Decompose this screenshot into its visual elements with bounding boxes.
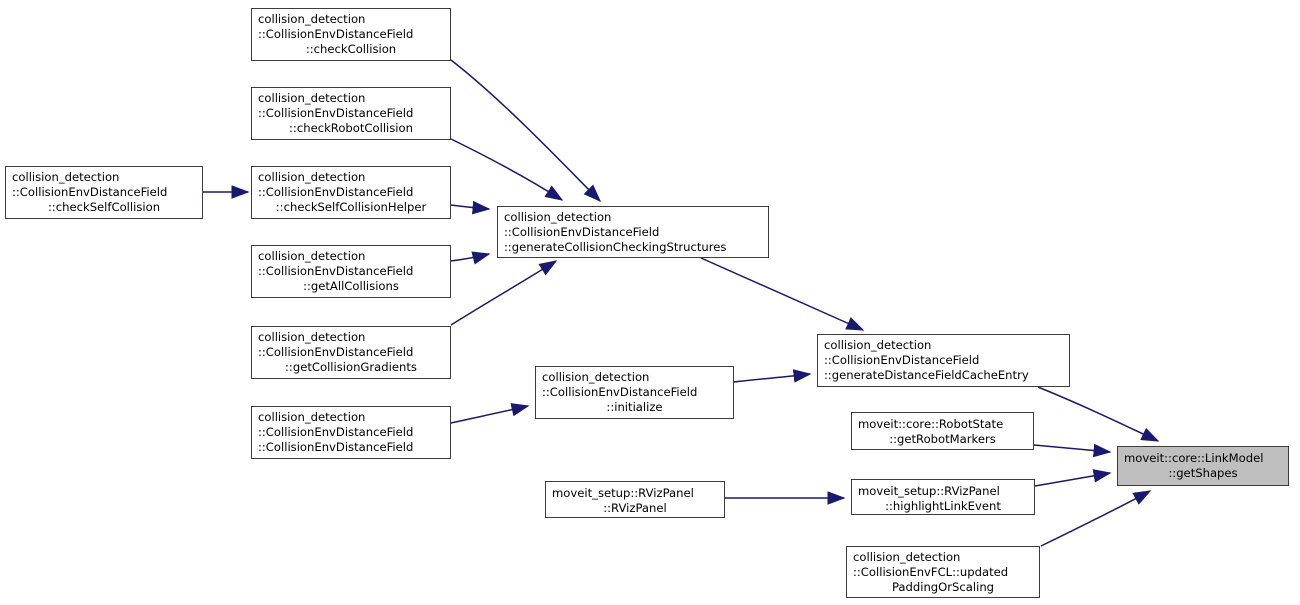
node-label-line: ::CollisionEnvDistanceField [258, 106, 414, 120]
node-label-line: collision_detection [12, 170, 120, 184]
node-label-line: ::CollisionEnvDistanceField [258, 345, 414, 359]
edge-getRobotMarkers-to-getShapes [1033, 443, 1112, 458]
edge-initialize-to-generateDistanceFieldCacheEntry [733, 369, 812, 383]
edge-highlightLinkEvent-to-getShapes [1034, 469, 1112, 487]
node-label-line: collision_detection [258, 12, 366, 26]
edge-checkSelfCollisionHelper-to-generateCollisionCheckingStructures [450, 200, 491, 215]
edge-CollisionEnvDistanceField-to-initialize [450, 403, 530, 424]
node-label-line: ::getAllCollisions [303, 279, 399, 293]
node-collision-env-distance-field-constructor[interactable]: collision_detection ::CollisionEnvDistan… [251, 406, 451, 459]
node-initialize[interactable]: collision_detection ::CollisionEnvDistan… [535, 366, 734, 419]
node-label-line: ::checkCollision [305, 42, 397, 56]
node-label-line: ::getCollisionGradients [285, 360, 417, 374]
node-get-shapes-highlighted[interactable]: moveit::core::LinkModel ::getShapes [1117, 446, 1289, 486]
node-label-line: collision_detection [258, 91, 366, 105]
node-get-collision-gradients[interactable]: collision_detection ::CollisionEnvDistan… [251, 326, 451, 379]
node-label-line: PaddingOrScaling [891, 580, 995, 594]
node-generate-distance-field-cache-entry[interactable]: collision_detection ::CollisionEnvDistan… [817, 334, 1070, 387]
edge-checkCollision-to-generateCollisionCheckingStructures [450, 59, 602, 203]
node-label-line: ::generateDistanceFieldCacheEntry [824, 368, 1029, 382]
node-label-line: ::CollisionEnvDistanceField [258, 264, 414, 278]
node-label-line: ::RVizPanel [603, 501, 667, 515]
node-label-line: collision_detection [853, 550, 961, 564]
node-label-line: moveit_setup::RVizPanel [858, 484, 1000, 498]
node-label-line: ::checkSelfCollision [47, 200, 161, 214]
node-check-robot-collision[interactable]: collision_detection ::CollisionEnvDistan… [251, 87, 451, 140]
node-label-line: collision_detection [824, 338, 932, 352]
node-label-line: ::CollisionEnvDistanceField [12, 185, 168, 199]
node-get-all-collisions[interactable]: collision_detection ::CollisionEnvDistan… [251, 245, 451, 298]
node-updated-padding-or-scaling[interactable]: collision_detection ::CollisionEnvFCL::u… [846, 546, 1040, 598]
node-label-line: collision_detection [258, 410, 366, 424]
node-label-line: collision_detection [258, 330, 366, 344]
node-label-line: ::CollisionEnvDistanceField [258, 440, 414, 454]
node-generate-collision-checking-structures[interactable]: collision_detection ::CollisionEnvDistan… [497, 206, 769, 258]
node-label-line: moveit::core::LinkModel [1124, 451, 1264, 465]
node-label-line: moveit::core::RobotState [858, 417, 1004, 431]
node-label-line: ::CollisionEnvDistanceField [542, 385, 698, 399]
edge-getAllCollisions-to-generateCollisionCheckingStructures [450, 251, 491, 265]
edge-getCollisionGradients-to-generateCollisionCheckingStructures [450, 260, 558, 326]
node-label-line: ::CollisionEnvDistanceField [504, 225, 660, 239]
edge-generateDistanceFieldCacheEntry-to-getShapes [1037, 386, 1160, 442]
node-check-collision[interactable]: collision_detection ::CollisionEnvDistan… [251, 8, 451, 61]
node-rviz-panel[interactable]: moveit_setup::RVizPanel ::RVizPanel [545, 481, 725, 518]
node-label-line: ::CollisionEnvDistanceField [824, 353, 980, 367]
node-label-line: collision_detection [258, 249, 366, 263]
node-label-line: ::getShapes [1168, 466, 1238, 480]
node-label-line: ::CollisionEnvDistanceField [258, 185, 414, 199]
node-label-line: ::generateCollisionCheckingStructures [504, 240, 727, 254]
node-label-line: ::checkSelfCollisionHelper [275, 200, 427, 214]
node-label-line: ::CollisionEnvFCL::updated [853, 565, 1009, 579]
edge-generateCollisionCheckingStructures-to-generateDistanceFieldCacheEntry [700, 257, 865, 331]
node-check-self-collision[interactable]: collision_detection ::CollisionEnvDistan… [5, 166, 203, 219]
edge-updatedPaddingOrScaling-to-getShapes [1040, 490, 1152, 547]
node-label-line: ::checkRobotCollision [289, 121, 413, 135]
node-label-line: collision_detection [504, 210, 612, 224]
node-label-line: ::getRobotMarkers [889, 432, 996, 446]
node-label-line: ::highlightLinkEvent [885, 499, 1001, 513]
node-label-line: moveit_setup::RVizPanel [552, 486, 694, 500]
edge-checkRobotCollision-to-generateCollisionCheckingStructures [450, 138, 564, 201]
node-label-line: collision_detection [542, 370, 650, 384]
node-label-line: ::CollisionEnvDistanceField [258, 425, 414, 439]
node-label-line: ::initialize [606, 400, 663, 414]
node-label-line: ::CollisionEnvDistanceField [258, 27, 414, 41]
node-get-robot-markers[interactable]: moveit::core::RobotState ::getRobotMarke… [851, 412, 1034, 450]
node-label-line: collision_detection [258, 170, 366, 184]
node-highlight-link-event[interactable]: moveit_setup::RVizPanel ::highlightLinkE… [851, 479, 1035, 515]
node-check-self-collision-helper[interactable]: collision_detection ::CollisionEnvDistan… [251, 166, 451, 219]
